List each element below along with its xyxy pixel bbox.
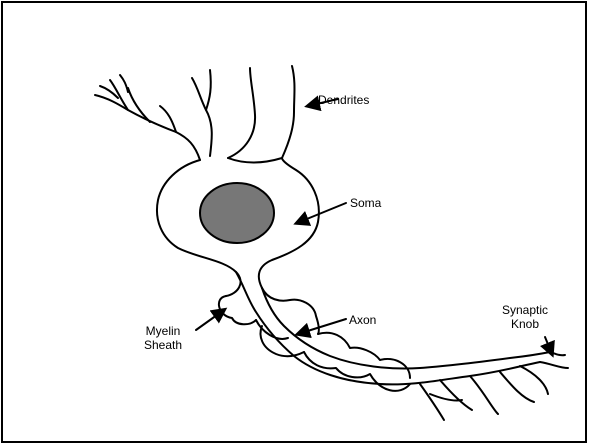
myelin-arrow <box>196 310 224 330</box>
axon-arrow <box>298 319 346 334</box>
label-dendrites: Dendrites <box>318 93 369 107</box>
label-myelin-sheath: Myelin Sheath <box>144 324 182 352</box>
myelin-sheath <box>219 288 410 391</box>
label-soma: Soma <box>350 196 381 210</box>
nucleus <box>200 183 274 243</box>
soma-arrow <box>297 203 346 223</box>
label-axon: Axon <box>349 313 376 327</box>
dendrites <box>95 66 295 160</box>
label-synaptic-knob: Synaptic Knob <box>502 303 548 331</box>
synaptic-knob <box>420 352 568 420</box>
